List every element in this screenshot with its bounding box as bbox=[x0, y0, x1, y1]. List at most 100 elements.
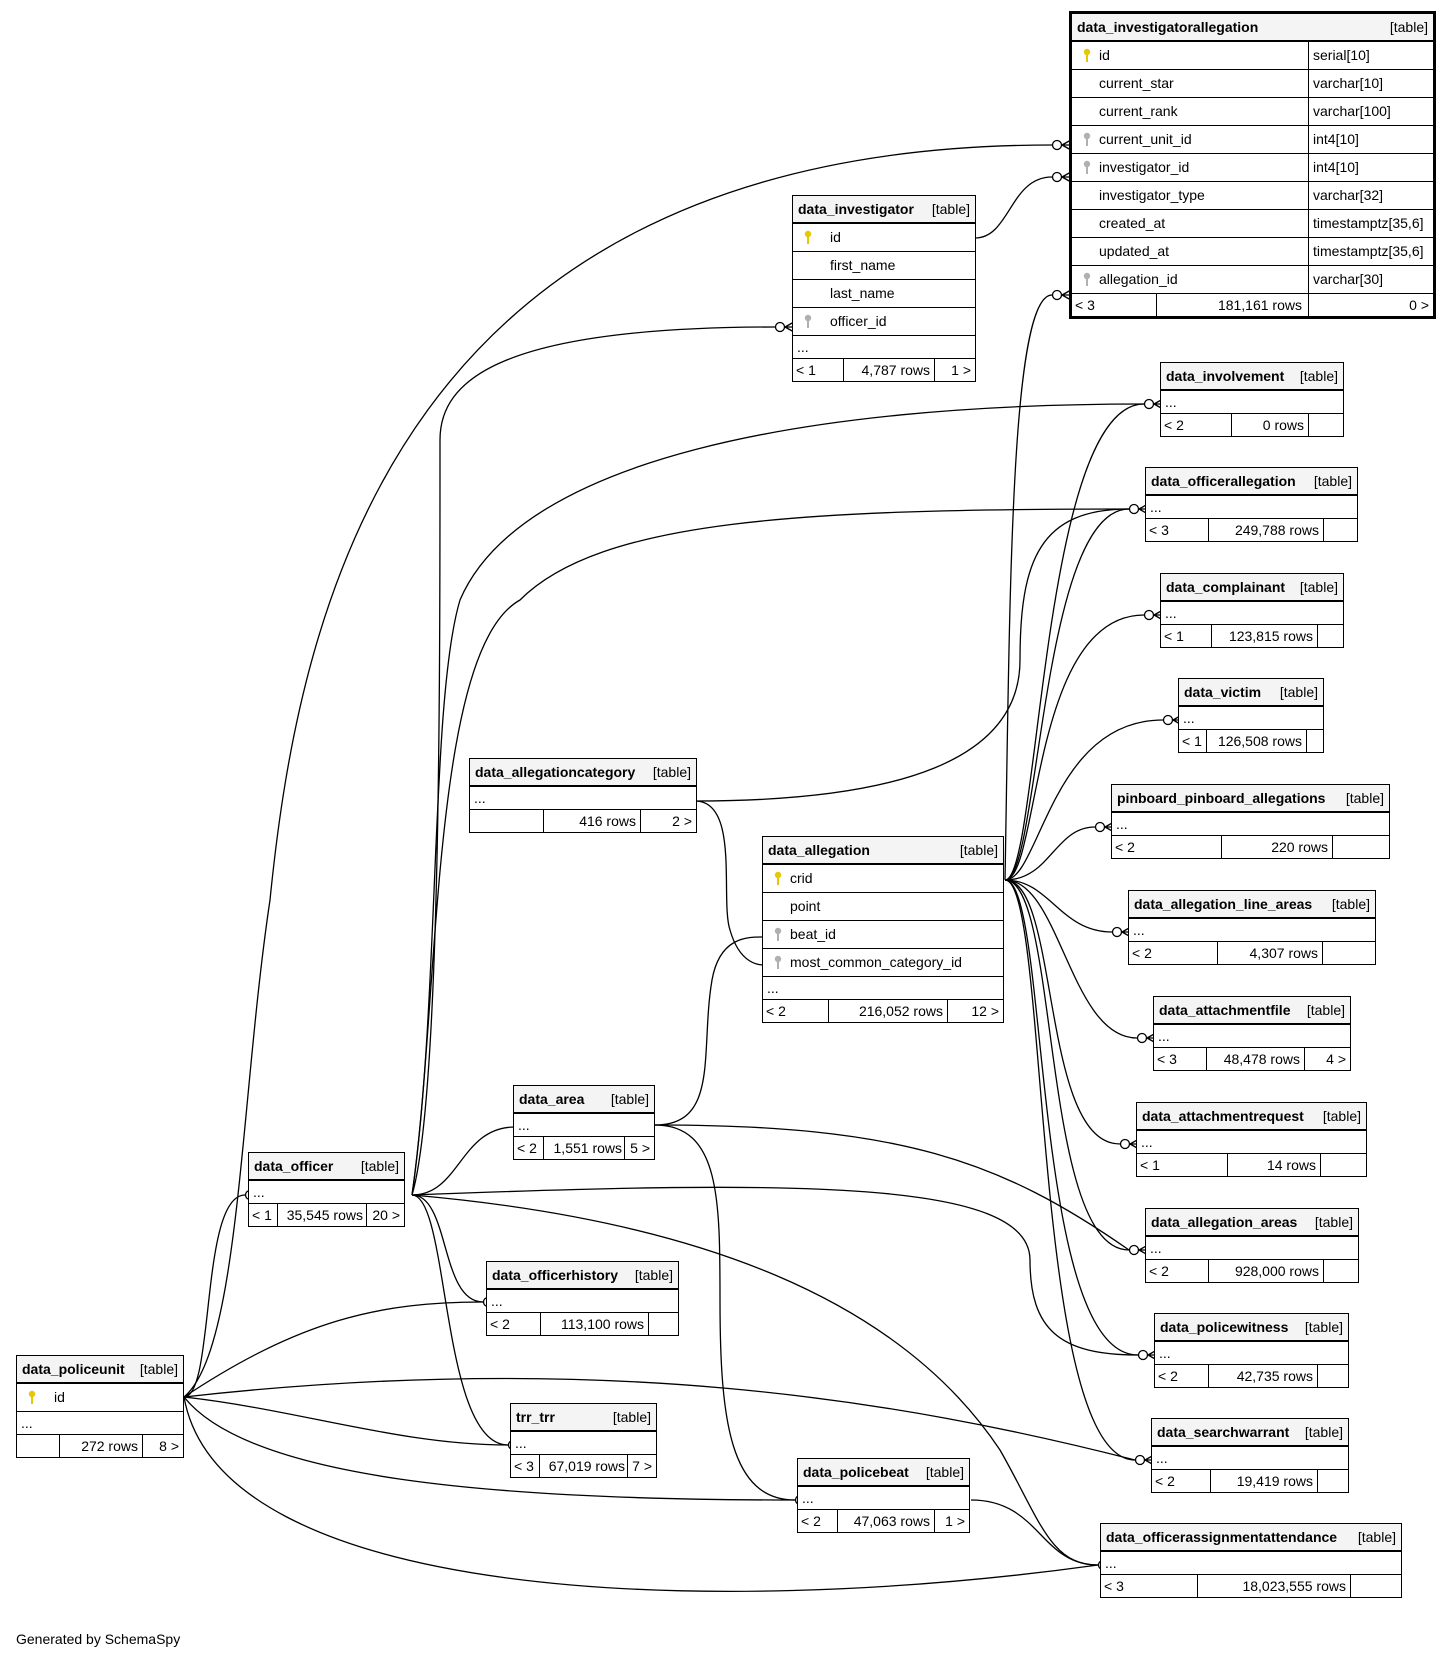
more-columns: ... bbox=[17, 1412, 183, 1435]
parents-count[interactable]: < 1 bbox=[1182, 733, 1202, 749]
table-data-victim[interactable]: data_victim [table] ... < 1 126,508 rows bbox=[1178, 678, 1324, 753]
parents-count[interactable]: < 2 bbox=[1164, 417, 1184, 433]
table-data-involvement[interactable]: data_involvement [table] ... < 2 0 rows bbox=[1160, 362, 1344, 437]
parents-count[interactable]: < 2 bbox=[1149, 1263, 1169, 1279]
table-header: pinboard_pinboard_allegations [table] bbox=[1112, 785, 1389, 813]
column-row: updated_at timestamptz[35,6] bbox=[1072, 238, 1433, 266]
children-count[interactable]: 8 > bbox=[159, 1438, 179, 1454]
children-count[interactable]: 1 > bbox=[951, 362, 971, 378]
children-count[interactable]: 20 > bbox=[372, 1207, 400, 1223]
table-data-area[interactable]: data_area [table] ... < 2 1,551 rows 5 > bbox=[513, 1085, 655, 1160]
children-count[interactable]: 12 > bbox=[971, 1003, 999, 1019]
edge-officer-area bbox=[411, 1126, 516, 1196]
table-data-investigatorallegation[interactable]: data_investigatorallegation [table] id s… bbox=[1069, 11, 1436, 319]
edge-allegation-lineareas bbox=[1004, 879, 1113, 933]
table-data-attachmentrequest[interactable]: data_attachmentrequest [table] ... < 1 1… bbox=[1136, 1102, 1367, 1177]
row-count: 19,419 rows bbox=[1236, 1473, 1313, 1489]
parents-count[interactable]: < 2 bbox=[1158, 1368, 1178, 1384]
table-header: data_complainant [table] bbox=[1161, 574, 1343, 602]
edge-allegation-searchwarrant bbox=[1004, 879, 1136, 1461]
parents-count[interactable]: < 1 bbox=[796, 362, 816, 378]
table-data-complainant[interactable]: data_complainant [table] ... < 1 123,815… bbox=[1160, 573, 1344, 648]
table-data-officer[interactable]: data_officer [table] ... < 1 35,545 rows… bbox=[248, 1152, 405, 1227]
table-data-allegation-line-areas[interactable]: data_allegation_line_areas [table] ... <… bbox=[1128, 890, 1376, 965]
column-type: varchar[100] bbox=[1308, 98, 1391, 125]
table-header: data_policewitness [table] bbox=[1155, 1314, 1348, 1342]
parents-count[interactable]: < 3 bbox=[1075, 297, 1095, 313]
table-name: data_officerallegation bbox=[1151, 473, 1296, 489]
table-data-policeunit[interactable]: data_policeunit [table] id ... 272 rows … bbox=[16, 1355, 184, 1458]
table-data-allegation-areas[interactable]: data_allegation_areas [table] ... < 2 92… bbox=[1145, 1208, 1359, 1283]
column-row: current_unit_id int4[10] bbox=[1072, 126, 1433, 154]
column-row: beat_id bbox=[763, 921, 1003, 949]
table-data-attachmentfile[interactable]: data_attachmentfile [table] ... < 3 48,4… bbox=[1153, 996, 1351, 1071]
table-footer: < 3 48,478 rows 4 > bbox=[1154, 1048, 1350, 1070]
table-trr-trr[interactable]: trr_trr [table] ... < 3 67,019 rows 7 > bbox=[510, 1403, 657, 1478]
column-name: allegation_id bbox=[1099, 271, 1178, 287]
table-data-allegationcategory[interactable]: data_allegationcategory [table] ... 416 … bbox=[469, 758, 697, 833]
parents-count[interactable]: < 3 bbox=[514, 1458, 534, 1474]
table-type-label: [table] bbox=[1331, 896, 1370, 912]
table-pinboard-pinboard-allegations[interactable]: pinboard_pinboard_allegations [table] ..… bbox=[1111, 784, 1390, 859]
edge-officer-officerallegation bbox=[411, 508, 1130, 1196]
parents-count[interactable]: < 1 bbox=[1140, 1157, 1160, 1173]
column-type: timestamptz[35,6] bbox=[1308, 238, 1424, 265]
column-row: investigator_id int4[10] bbox=[1072, 154, 1433, 182]
table-footer: < 1 35,545 rows 20 > bbox=[249, 1204, 404, 1226]
parents-count[interactable]: < 2 bbox=[1115, 839, 1135, 855]
table-header: data_officerassignmentattendance [table] bbox=[1101, 1524, 1401, 1552]
table-header: data_allegation_line_areas [table] bbox=[1129, 891, 1375, 919]
parents-count[interactable]: < 2 bbox=[1155, 1473, 1175, 1489]
children-count[interactable]: 4 > bbox=[1326, 1051, 1346, 1067]
children-count[interactable]: 0 > bbox=[1409, 297, 1429, 313]
edge-allegation-victim bbox=[1004, 719, 1164, 881]
foreign-key-icon bbox=[1083, 132, 1091, 146]
parents-count[interactable]: < 2 bbox=[766, 1003, 786, 1019]
table-footer: < 2 47,063 rows 1 > bbox=[798, 1510, 969, 1532]
table-data-searchwarrant[interactable]: data_searchwarrant [table] ... < 2 19,41… bbox=[1151, 1418, 1349, 1493]
table-header: trr_trr [table] bbox=[511, 1404, 656, 1432]
column-type: varchar[32] bbox=[1308, 182, 1383, 209]
table-data-officerhistory[interactable]: data_officerhistory [table] ... < 2 113,… bbox=[486, 1261, 679, 1336]
more-columns: ... bbox=[1101, 1552, 1401, 1575]
table-type-label: [table] bbox=[1306, 1002, 1345, 1018]
more-columns: ... bbox=[793, 336, 975, 359]
parents-count[interactable]: < 1 bbox=[1164, 628, 1184, 644]
parents-count[interactable]: < 2 bbox=[1132, 945, 1152, 961]
parents-count[interactable]: < 3 bbox=[1149, 522, 1169, 538]
column-name: investigator_id bbox=[1099, 159, 1190, 175]
column-row: most_common_category_id bbox=[763, 949, 1003, 977]
children-count[interactable]: 2 > bbox=[672, 813, 692, 829]
table-data-officerassignmentattendance[interactable]: data_officerassignmentattendance [table]… bbox=[1100, 1523, 1402, 1598]
edge-policeunit-investigatorallegation bbox=[183, 144, 1053, 1398]
table-header: data_officerallegation [table] bbox=[1146, 468, 1357, 496]
row-count: 48,478 rows bbox=[1223, 1051, 1300, 1067]
row-count: 47,063 rows bbox=[853, 1513, 930, 1529]
table-name: data_involvement bbox=[1166, 368, 1285, 384]
edge-officer-policewitness bbox=[411, 1186, 1139, 1356]
parents-count[interactable]: < 2 bbox=[517, 1140, 537, 1156]
parents-count[interactable]: < 2 bbox=[490, 1316, 510, 1332]
edge-policeunit-policebeat bbox=[183, 1396, 796, 1501]
table-type-label: [table] bbox=[1314, 1214, 1353, 1230]
children-count[interactable]: 5 > bbox=[630, 1140, 650, 1156]
table-name: data_investigatorallegation bbox=[1077, 19, 1259, 35]
table-type-label: [table] bbox=[1357, 1529, 1396, 1545]
table-data-investigator[interactable]: data_investigator [table] id first_name … bbox=[792, 195, 976, 382]
crowfoot-forks bbox=[254, 139, 1183, 1571]
parents-count[interactable]: < 1 bbox=[252, 1207, 272, 1223]
children-count[interactable]: 1 > bbox=[945, 1513, 965, 1529]
parents-count[interactable]: < 3 bbox=[1157, 1051, 1177, 1067]
table-data-policewitness[interactable]: data_policewitness [table] ... < 2 42,73… bbox=[1154, 1313, 1349, 1388]
column-row: first_name bbox=[793, 252, 975, 280]
parents-count[interactable]: < 2 bbox=[801, 1513, 821, 1529]
parents-count[interactable]: < 3 bbox=[1104, 1578, 1124, 1594]
children-count[interactable]: 7 > bbox=[632, 1458, 652, 1474]
table-data-policebeat[interactable]: data_policebeat [table] ... < 2 47,063 r… bbox=[797, 1458, 970, 1533]
table-data-officerallegation[interactable]: data_officerallegation [table] ... < 3 2… bbox=[1145, 467, 1358, 542]
more-columns: ... bbox=[487, 1290, 678, 1313]
edge-officer-involvement bbox=[411, 403, 1145, 1196]
edge-allegation-officerallegation bbox=[1004, 508, 1130, 881]
table-data-allegation[interactable]: data_allegation [table] crid point beat_… bbox=[762, 836, 1004, 1023]
primary-key-icon bbox=[774, 871, 782, 885]
